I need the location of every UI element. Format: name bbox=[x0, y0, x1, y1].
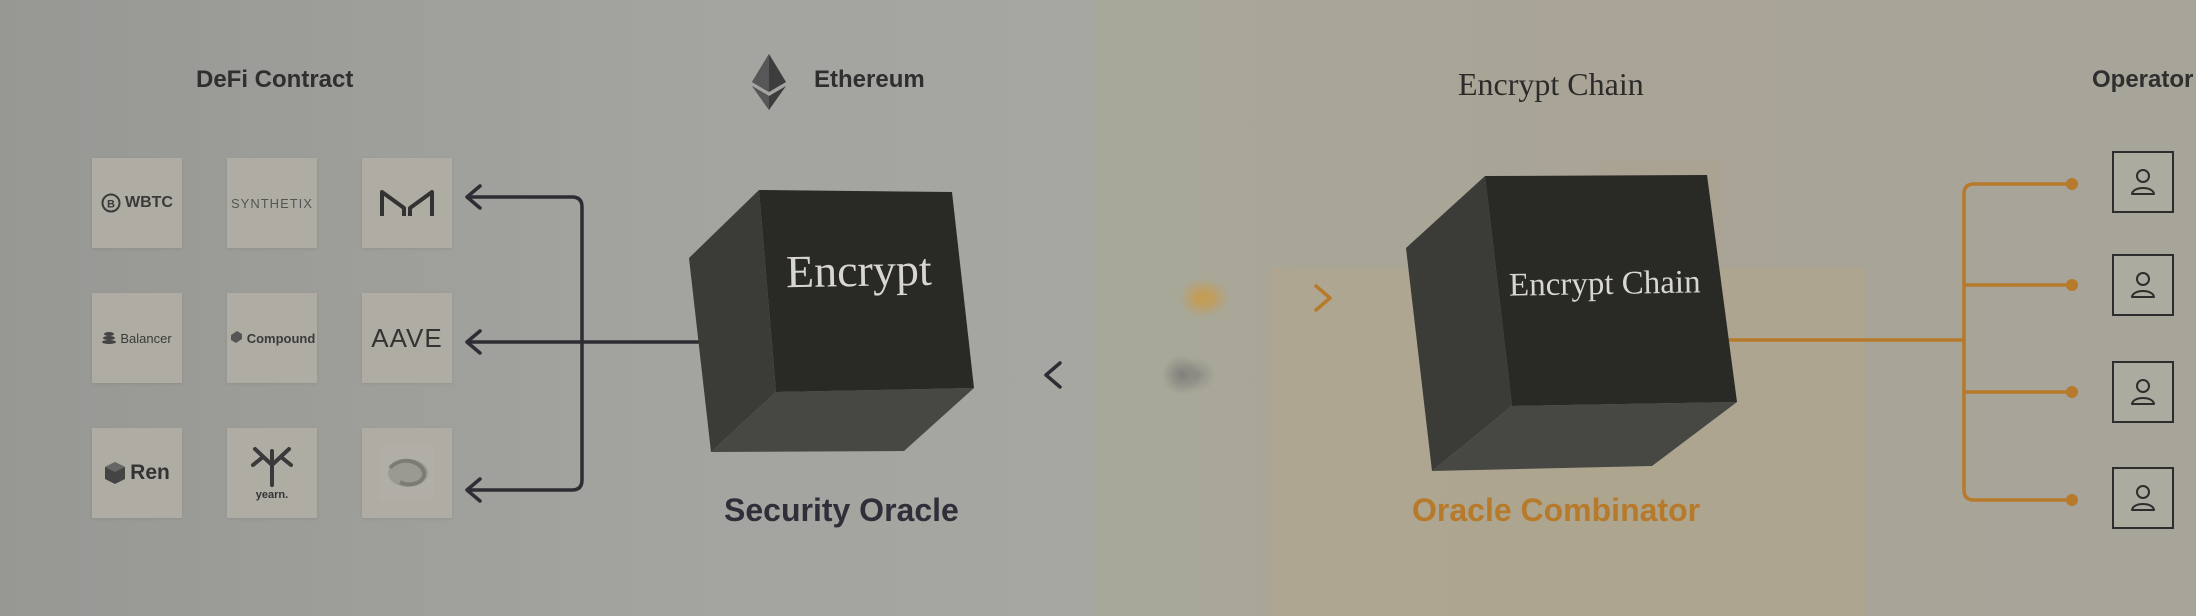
operator-node-3 bbox=[2112, 361, 2174, 423]
data-orbs bbox=[1162, 278, 1230, 395]
operator-network bbox=[1726, 182, 2076, 502]
defi-tile-ren: Ren bbox=[92, 428, 182, 518]
security-oracle-cube-label: Encrypt bbox=[785, 243, 933, 298]
security-oracle-cube bbox=[689, 190, 974, 452]
operator-node-2 bbox=[2112, 254, 2174, 316]
security-oracle-caption: Security Oracle bbox=[724, 492, 959, 528]
tile-label: yearn. bbox=[255, 489, 289, 501]
oracle-combinator-cube bbox=[1406, 175, 1737, 471]
defi-tile-wbtc: B WBTC bbox=[92, 158, 182, 248]
ethereum-icon bbox=[752, 54, 786, 115]
oracle-combinator-cube-label: Encrypt Chain bbox=[1508, 264, 1701, 304]
defi-arrowheads bbox=[465, 184, 482, 503]
user-icon bbox=[2131, 272, 2155, 298]
defi-bracket bbox=[468, 195, 702, 492]
wbtc-icon: B bbox=[101, 193, 121, 213]
defi-tile-compound: Compound bbox=[227, 293, 317, 383]
tile-label: Ren bbox=[130, 461, 170, 484]
ethereum-title: Ethereum bbox=[814, 66, 925, 93]
user-icon bbox=[2131, 169, 2155, 195]
operator-nodes bbox=[2066, 178, 2078, 506]
defi-tile-yearn: yearn. bbox=[227, 428, 317, 518]
tile-label: AAVE bbox=[371, 322, 443, 353]
operator-node-4 bbox=[2112, 467, 2174, 529]
operator-title: Operator bbox=[2092, 66, 2194, 93]
defi-tile-balancer: Balancer bbox=[92, 293, 182, 383]
defi-tile-synthetix: SYNTHETIX bbox=[227, 158, 317, 248]
encrypt-chain-title: Encrypt Chain bbox=[1458, 66, 1644, 102]
defi-contract-title: DeFi Contract bbox=[196, 66, 354, 93]
tile-label: Balancer bbox=[120, 330, 172, 346]
operator-node-1 bbox=[2112, 151, 2174, 213]
tile-label: WBTC bbox=[125, 194, 173, 211]
maker-icon bbox=[380, 190, 434, 216]
oracle-combinator-caption: Oracle Combinator bbox=[1412, 492, 1701, 528]
svg-text:B: B bbox=[107, 199, 115, 211]
balancer-icon bbox=[102, 332, 117, 344]
user-icon bbox=[2131, 379, 2155, 405]
defi-tile-aave: AAVE bbox=[362, 293, 452, 383]
compound-icon bbox=[230, 331, 242, 343]
yearn-icon bbox=[251, 447, 293, 487]
defi-tile-swirl bbox=[362, 428, 452, 518]
swirl-logo-icon bbox=[380, 446, 434, 500]
tile-label: Compound bbox=[246, 330, 316, 346]
tile-label: SYNTHETIX bbox=[231, 195, 313, 211]
user-icon bbox=[2131, 485, 2155, 511]
defi-tile-maker bbox=[362, 158, 452, 248]
ren-icon bbox=[105, 462, 126, 484]
